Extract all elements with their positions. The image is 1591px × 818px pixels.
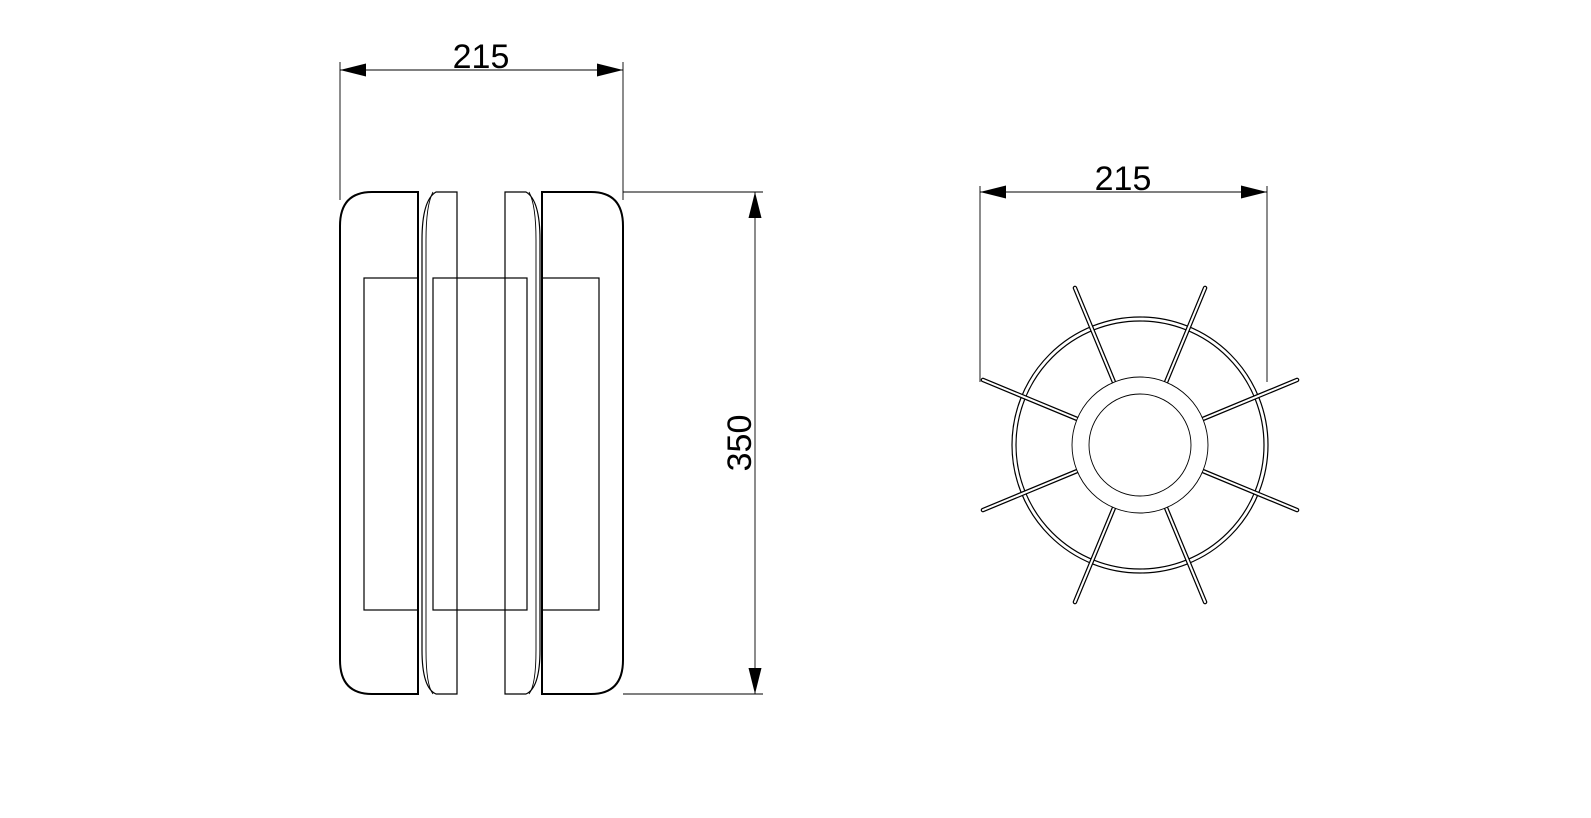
hub-inner [1088, 393, 1192, 497]
spoke [1199, 378, 1299, 421]
spokes [980, 285, 1300, 605]
spoke [1164, 504, 1207, 604]
right-housing [541, 191, 624, 695]
spoke [1199, 469, 1299, 512]
height-dimension: 350 [623, 191, 763, 695]
spoke [1164, 286, 1207, 386]
width-dimension: 215 [339, 38, 624, 200]
height-dimension-label: 350 [721, 415, 759, 472]
left-flange [421, 191, 458, 695]
spoke [981, 469, 1081, 512]
left-window [363, 277, 419, 611]
hub-outer [1071, 376, 1209, 514]
right-window [541, 277, 600, 611]
outer-ring [1011, 316, 1269, 574]
right-flange [504, 191, 541, 695]
width-dimension-label: 215 [453, 38, 510, 76]
center-shade [432, 277, 528, 611]
width-dimension-top: 215 [979, 160, 1268, 382]
spoke [1073, 286, 1116, 386]
left-housing [339, 191, 419, 695]
spoke [981, 378, 1081, 421]
top-view: 215 [979, 160, 1300, 605]
top-width-dimension-label: 215 [1095, 160, 1152, 198]
side-view: 215 350 [339, 38, 763, 695]
spoke [1073, 504, 1116, 604]
